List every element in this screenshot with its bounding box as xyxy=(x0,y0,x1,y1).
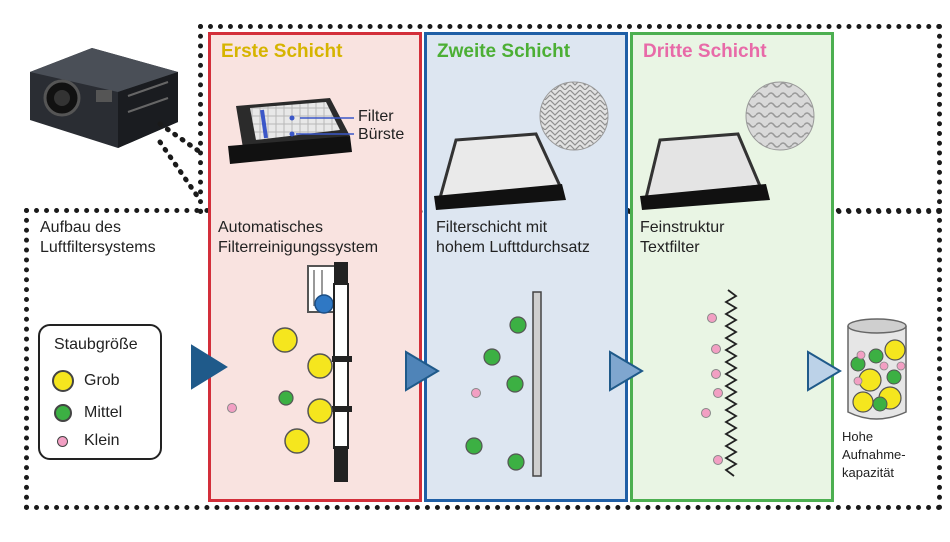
brush-callout-label: Bürste xyxy=(358,126,405,143)
capacity-caption-line-3: kapazität xyxy=(842,465,895,480)
layer-2-description-line-1: Filterschicht mit xyxy=(436,219,548,236)
particle-medium xyxy=(483,348,501,366)
layer-3-description: Feinstruktur Textfilter xyxy=(640,218,724,258)
filter-tray-image xyxy=(228,98,354,164)
particles-layer-3 xyxy=(701,313,723,465)
projector-callout-line-2 xyxy=(157,139,203,203)
coarse-particle-icon xyxy=(52,370,74,392)
projector-image xyxy=(30,48,178,148)
dust-size-legend: Staubgröße Grob Mittel Klein xyxy=(38,324,162,460)
particle-medium xyxy=(509,316,527,334)
layer-3-description-line-2: Textfilter xyxy=(640,239,700,256)
particle-small xyxy=(227,403,237,413)
flow-arrow-4 xyxy=(807,350,842,392)
legend-item-grob: Grob xyxy=(52,370,120,392)
particle-coarse xyxy=(307,353,333,379)
layer-2-title: Zweite Schicht xyxy=(437,41,571,62)
particle-small xyxy=(701,408,711,418)
layer-1-description-line-2: Filterreinigungssystem xyxy=(218,239,379,256)
legend-label-grob: Grob xyxy=(84,372,120,389)
particle-small xyxy=(713,455,723,465)
cleaning-mechanism xyxy=(307,262,352,482)
particles-layer-2 xyxy=(465,316,527,471)
particle-medium xyxy=(506,375,524,393)
layer-2-panel: Zweite Schicht xyxy=(424,32,628,502)
particle-small xyxy=(713,388,723,398)
particles-layer-1 xyxy=(227,327,333,454)
layer-2-description-line-2: hohem Lufttdurchsatz xyxy=(436,239,590,256)
particle-small xyxy=(707,313,717,323)
particle-medium xyxy=(507,453,525,471)
flow-arrow-3 xyxy=(609,350,644,392)
particle-coarse xyxy=(272,327,298,353)
pleated-filter-image xyxy=(434,81,609,210)
particle-medium xyxy=(278,390,294,406)
overview-title-line-2: Luftfiltersystems xyxy=(40,239,156,256)
flow-arrow-1 xyxy=(191,344,228,390)
particle-small xyxy=(711,344,721,354)
capacity-caption-line-1: Hohe xyxy=(842,429,874,444)
textile-filter-image xyxy=(640,81,815,210)
overview-title: Aufbau des Luftfiltersystems xyxy=(40,218,156,258)
layer-3-title: Dritte Schicht xyxy=(643,41,767,62)
coarse-filter-bar xyxy=(532,291,542,477)
legend-label-klein: Klein xyxy=(84,432,120,449)
particle-coarse xyxy=(284,428,310,454)
layer-1-title: Erste Schicht xyxy=(221,41,343,62)
medium-particle-icon xyxy=(54,404,72,422)
capacity-caption-line-2: Aufnahme- xyxy=(842,447,906,462)
legend-item-mittel: Mittel xyxy=(52,404,122,422)
particle-coarse xyxy=(307,398,333,424)
projector-callout-line xyxy=(157,121,203,155)
capacity-caption: Hohe Aufnahme- kapazität xyxy=(842,428,906,482)
layer-1-description: Automatisches Filterreinigungssystem xyxy=(218,218,378,258)
filter-callout-label: Filter xyxy=(358,108,394,125)
layer-1-description-line-1: Automatisches xyxy=(218,219,323,236)
particle-medium xyxy=(465,437,483,455)
dust-container xyxy=(847,318,907,420)
overview-title-line-1: Aufbau des xyxy=(40,219,121,236)
legend-title: Staubgröße xyxy=(54,336,138,353)
particle-small xyxy=(471,388,481,398)
legend-item-klein: Klein xyxy=(52,432,120,450)
legend-label-mittel: Mittel xyxy=(84,404,123,421)
fine-filter-zigzag xyxy=(724,289,738,477)
particle-small xyxy=(711,369,721,379)
layer-3-description-line-1: Feinstruktur xyxy=(640,219,725,236)
layer-2-description: Filterschicht mit hohem Lufttdurchsatz xyxy=(436,218,590,258)
flow-arrow-2 xyxy=(405,350,440,392)
small-particle-icon xyxy=(57,435,68,447)
